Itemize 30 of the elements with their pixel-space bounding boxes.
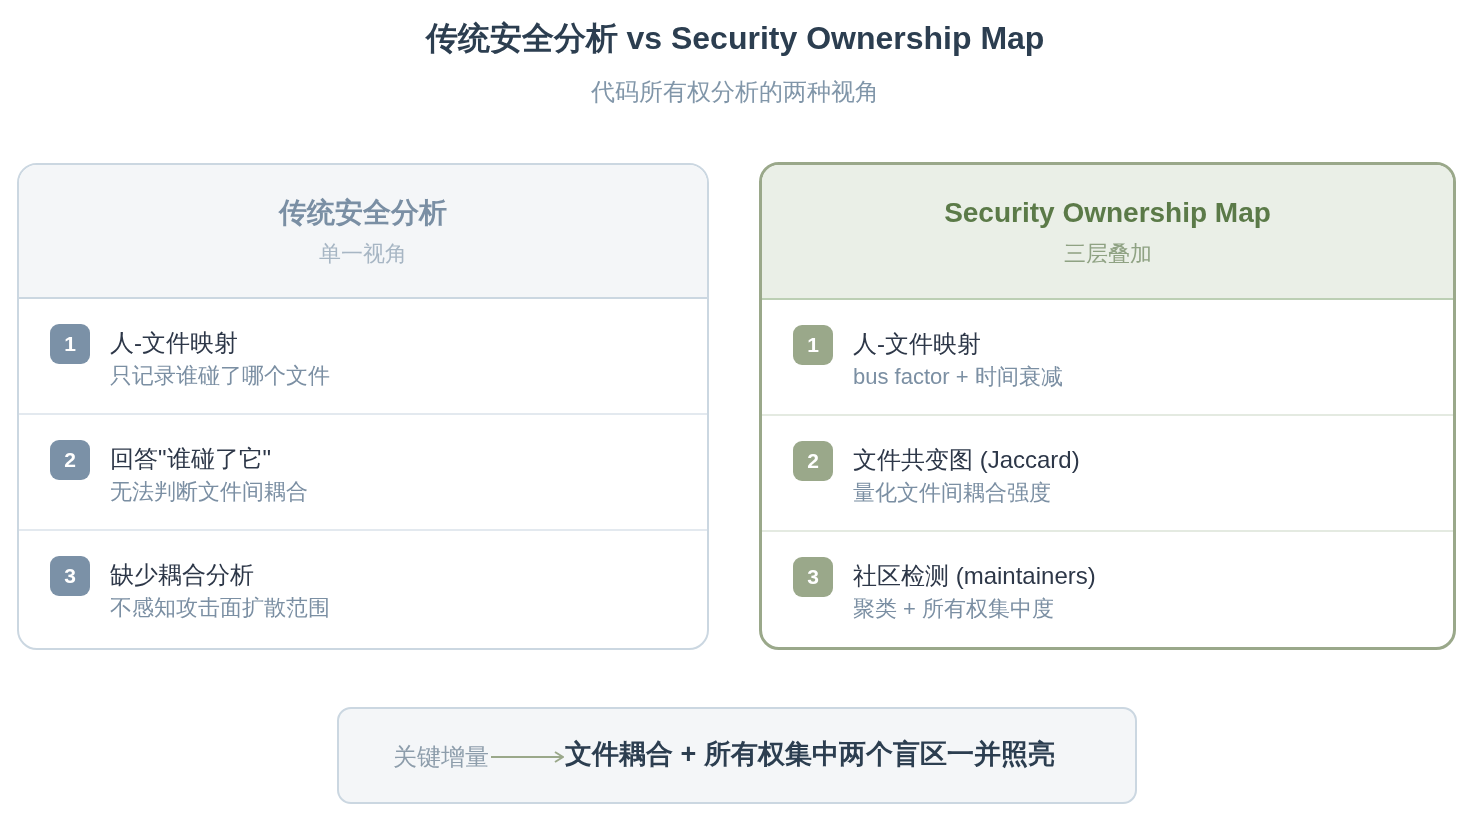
panel-subtitle: 三层叠加 bbox=[1063, 240, 1152, 268]
panel-title: Security Ownership Map bbox=[944, 196, 1271, 230]
row-description: 量化文件间耦合强度 bbox=[853, 479, 1051, 507]
panel-subtitle: 单一视角 bbox=[319, 240, 407, 268]
diagram-title: 传统安全分析 vs Security Ownership Map bbox=[425, 20, 1045, 56]
number-badge: 1 bbox=[50, 324, 90, 364]
number-badge: 1 bbox=[793, 325, 833, 365]
row-description: 不感知攻击面扩散范围 bbox=[110, 594, 330, 622]
row-title: 回答"谁碰了它" bbox=[110, 444, 272, 474]
row-description: bus factor + 时间衰减 bbox=[853, 363, 1063, 391]
summary-box bbox=[337, 707, 1137, 804]
row-title: 人-文件映射 bbox=[853, 329, 981, 359]
summary-label: 关键增量 bbox=[393, 741, 489, 773]
row-description: 无法判断文件间耦合 bbox=[110, 478, 308, 506]
row-title: 文件共变图 (Jaccard) bbox=[853, 445, 1080, 475]
number-badge: 3 bbox=[793, 557, 833, 597]
number-badge: 2 bbox=[793, 441, 833, 481]
panel-title: 传统安全分析 bbox=[279, 196, 447, 230]
arrow bbox=[490, 751, 564, 763]
row-description: 只记录谁碰了哪个文件 bbox=[110, 362, 330, 390]
row-title: 人-文件映射 bbox=[110, 328, 238, 358]
row-description: 聚类 + 所有权集中度 bbox=[853, 595, 1055, 623]
number-badge: 2 bbox=[50, 440, 90, 480]
number-badge: 3 bbox=[50, 556, 90, 596]
row-title: 缺少耦合分析 bbox=[110, 560, 254, 590]
row-title: 社区检测 (maintainers) bbox=[853, 561, 1096, 591]
diagram-subtitle: 代码所有权分析的两种视角 bbox=[591, 78, 879, 105]
comparison-panel bbox=[17, 163, 709, 650]
comparison-panel bbox=[759, 162, 1456, 650]
summary-text: 文件耦合 + 所有权集中两个盲区一并照亮 bbox=[565, 737, 1055, 771]
